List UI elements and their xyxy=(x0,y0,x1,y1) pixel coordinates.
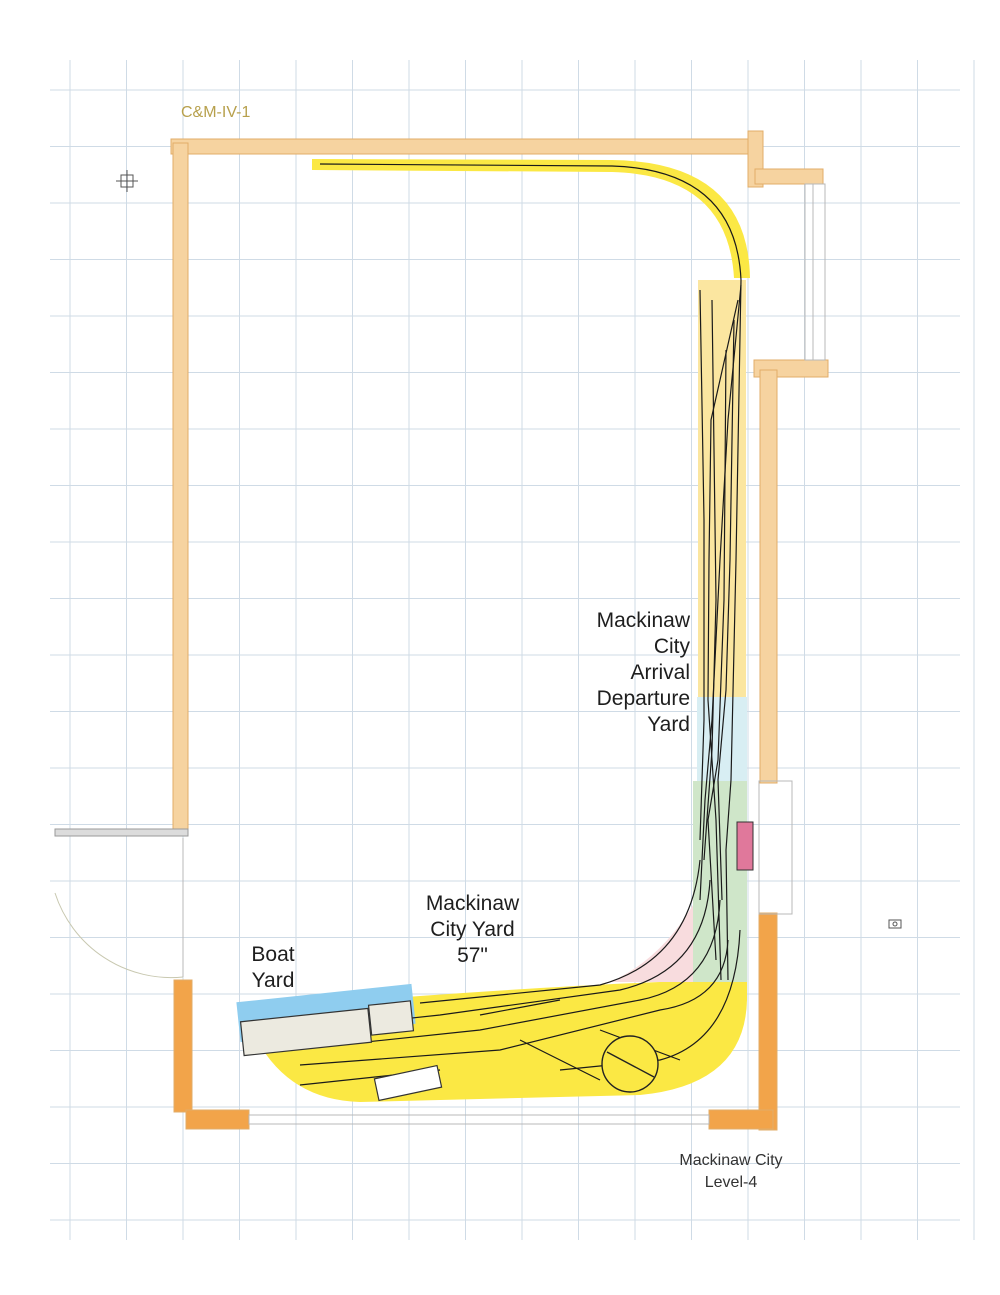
window-bottom xyxy=(248,1114,710,1125)
turntable-bridge xyxy=(606,1051,655,1078)
track-spur-2 xyxy=(519,1039,601,1081)
track-lines xyxy=(245,163,742,1086)
closet-opening xyxy=(804,183,826,361)
symbols xyxy=(116,170,902,929)
level-label: Mackinaw City Level-4 xyxy=(679,1152,783,1191)
track-main-curve xyxy=(319,163,742,281)
track-curve-3 xyxy=(289,899,721,1051)
structures xyxy=(239,821,754,1102)
openings xyxy=(54,183,826,1125)
track-curve-5 xyxy=(559,929,741,1071)
yard-pale-section xyxy=(698,280,746,697)
upper-curve-benchwork xyxy=(312,159,750,278)
track-yard-4 xyxy=(717,319,735,901)
track-yard-5 xyxy=(707,349,727,961)
arrival-departure-yard-label: Mackinaw City Arrival Departure Yard xyxy=(596,609,690,736)
door-swing-arc xyxy=(54,892,184,979)
boat-barge-left xyxy=(239,1007,373,1057)
door-right-frame xyxy=(758,780,793,915)
pink-marker xyxy=(736,821,754,871)
track-curve-4 xyxy=(299,939,729,1066)
boat-yard-label: Boat Yard xyxy=(251,943,295,992)
track-yard-2 xyxy=(699,284,742,901)
crosshair-icon xyxy=(116,170,138,192)
track-yard-6 xyxy=(699,289,705,841)
track-yard-3 xyxy=(707,299,739,981)
wall-left-lower xyxy=(173,979,193,1113)
track-yard-7 xyxy=(703,299,717,861)
wall-bottom-right xyxy=(708,1109,774,1130)
boat-barge-right xyxy=(367,1000,415,1036)
wall-left xyxy=(172,142,189,832)
wall-bottom-left xyxy=(185,1109,250,1130)
wall-closet-top xyxy=(754,168,824,185)
camera-icon xyxy=(888,919,902,929)
track-curve-2 xyxy=(299,879,711,1031)
track-yard-1 xyxy=(725,279,742,981)
freight-building xyxy=(373,1064,443,1102)
drawing-title: C&M-IV-1 xyxy=(181,104,251,121)
wall-top xyxy=(170,138,762,155)
track-spur-3 xyxy=(479,999,561,1016)
city-yard-label: Mackinaw City Yard 57" xyxy=(425,892,520,967)
room-walls xyxy=(170,130,829,1131)
wall-right xyxy=(759,369,778,784)
yard-pink-wedge xyxy=(610,905,693,982)
door-left-sill xyxy=(54,828,189,837)
wall-right-lower xyxy=(758,912,778,1131)
track-curve-1 xyxy=(419,859,701,1004)
